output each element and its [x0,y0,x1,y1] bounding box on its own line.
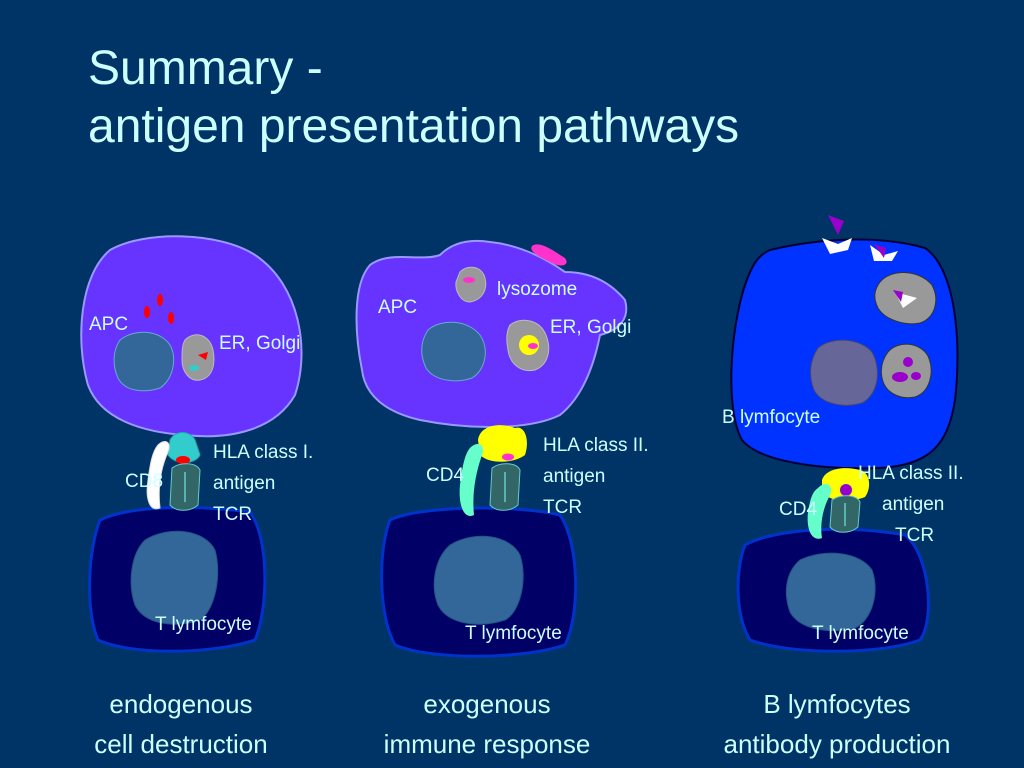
tcr-label-1: TCR [213,504,253,525]
exogenous-antigen [531,244,567,266]
panel-endogenous [80,235,303,653]
er-golgi-1 [181,334,215,381]
antigen-label-3: antigen [882,494,945,515]
cd4-coreceptor-3 [807,484,832,539]
cd8-coreceptor [146,441,170,510]
antigen-free [828,215,844,235]
cd4-coreceptor-2 [459,444,484,516]
apc-nucleus-2 [421,321,486,382]
tcr-label-2: TCR [543,497,583,518]
t-lymphocyte-nucleus-2 [433,535,524,625]
caption-3-line-1: B lymfocytes [763,689,911,719]
caption-antibody-production: antibody production [702,724,972,764]
t-lymphocyte-label-3: T lymfocyte [812,623,909,644]
caption-b-lymphocytes: B lymfocytes [702,684,972,724]
hla-in-er-1 [189,365,199,371]
apc-label-2: APC [378,297,418,318]
hla-class-ii-label-2: HLA class II. [543,435,649,456]
caption-cell-destruction: cell destruction [86,724,276,764]
hla-class-ii-label-3: HLA class II. [858,463,964,484]
caption-endogenous: endogenous [86,684,276,724]
page-title: Summary - antigen presentation pathways [88,40,739,156]
antigen-fragment-1 [157,294,163,306]
antigen-bound [874,244,886,258]
bcr-surface-2 [870,245,898,261]
lysozome-label: lysozome [497,279,578,300]
antigen-in-lysozome [463,277,475,283]
hla-class-i-label: HLA class I. [213,442,314,463]
apc-cell-2 [355,239,628,428]
antigen-on-hla-3 [840,484,852,496]
title-line-2: antigen presentation pathways [88,100,740,153]
hla-class-ii-molecule-2 [478,425,527,462]
panel-exogenous [355,239,628,658]
b-lymphocyte-label: B lymfocyte [722,407,821,428]
t-lymphocyte-label-2: T lymfocyte [465,623,562,644]
caption-1-line-2: cell destruction [94,729,268,759]
endosome-2 [880,343,932,399]
lysozome [455,266,487,303]
t-lymphocyte-nucleus-1 [130,530,219,625]
antigen-fragment-5 [892,372,908,382]
bcr-surface-1 [822,238,852,254]
er-golgi-label-1: ER, Golgi [219,333,301,354]
caption-immune-response: immune response [372,724,602,764]
caption-2-line-1: exogenous [423,689,551,719]
cd4-label-3: CD4 [779,499,818,520]
b-lymphocyte-nucleus [810,339,878,406]
antigen-fragment-4 [903,357,913,367]
tcr-label-3: TCR [895,525,935,546]
antigen-in-er-2 [528,343,538,349]
t-lymphocyte-label-1: T lymfocyte [155,614,252,635]
antigen-on-hla-1 [176,456,190,464]
antigen-fragment-6 [911,372,921,380]
caption-2-line-2: immune response [383,729,591,759]
apc-label-1: APC [89,314,129,335]
t-lymphocyte-nucleus-3 [785,552,876,632]
caption-exogenous: exogenous [372,684,602,724]
antigen-in-er-1 [198,352,208,360]
caption-1-line-1: endogenous [109,689,253,719]
antigen-fragment-2 [144,306,150,318]
cd8-label: CD8 [125,471,164,492]
antigen-fragment-3 [168,312,174,324]
er-golgi-label-2: ER, Golgi [550,317,632,338]
panel-b-lymphocytes [730,215,959,653]
antigen-label-2: antigen [543,466,606,487]
antigen-in-endosome [893,290,903,302]
antigen-on-hla-2 [502,453,514,461]
hla-class-i-molecule [167,432,201,463]
antigen-label-1: antigen [213,473,276,494]
title-line-1: Summary - [88,42,323,95]
cd4-label-2: CD4 [426,465,465,486]
caption-3-line-2: antibody production [723,729,951,759]
apc-nucleus-1 [113,331,175,392]
